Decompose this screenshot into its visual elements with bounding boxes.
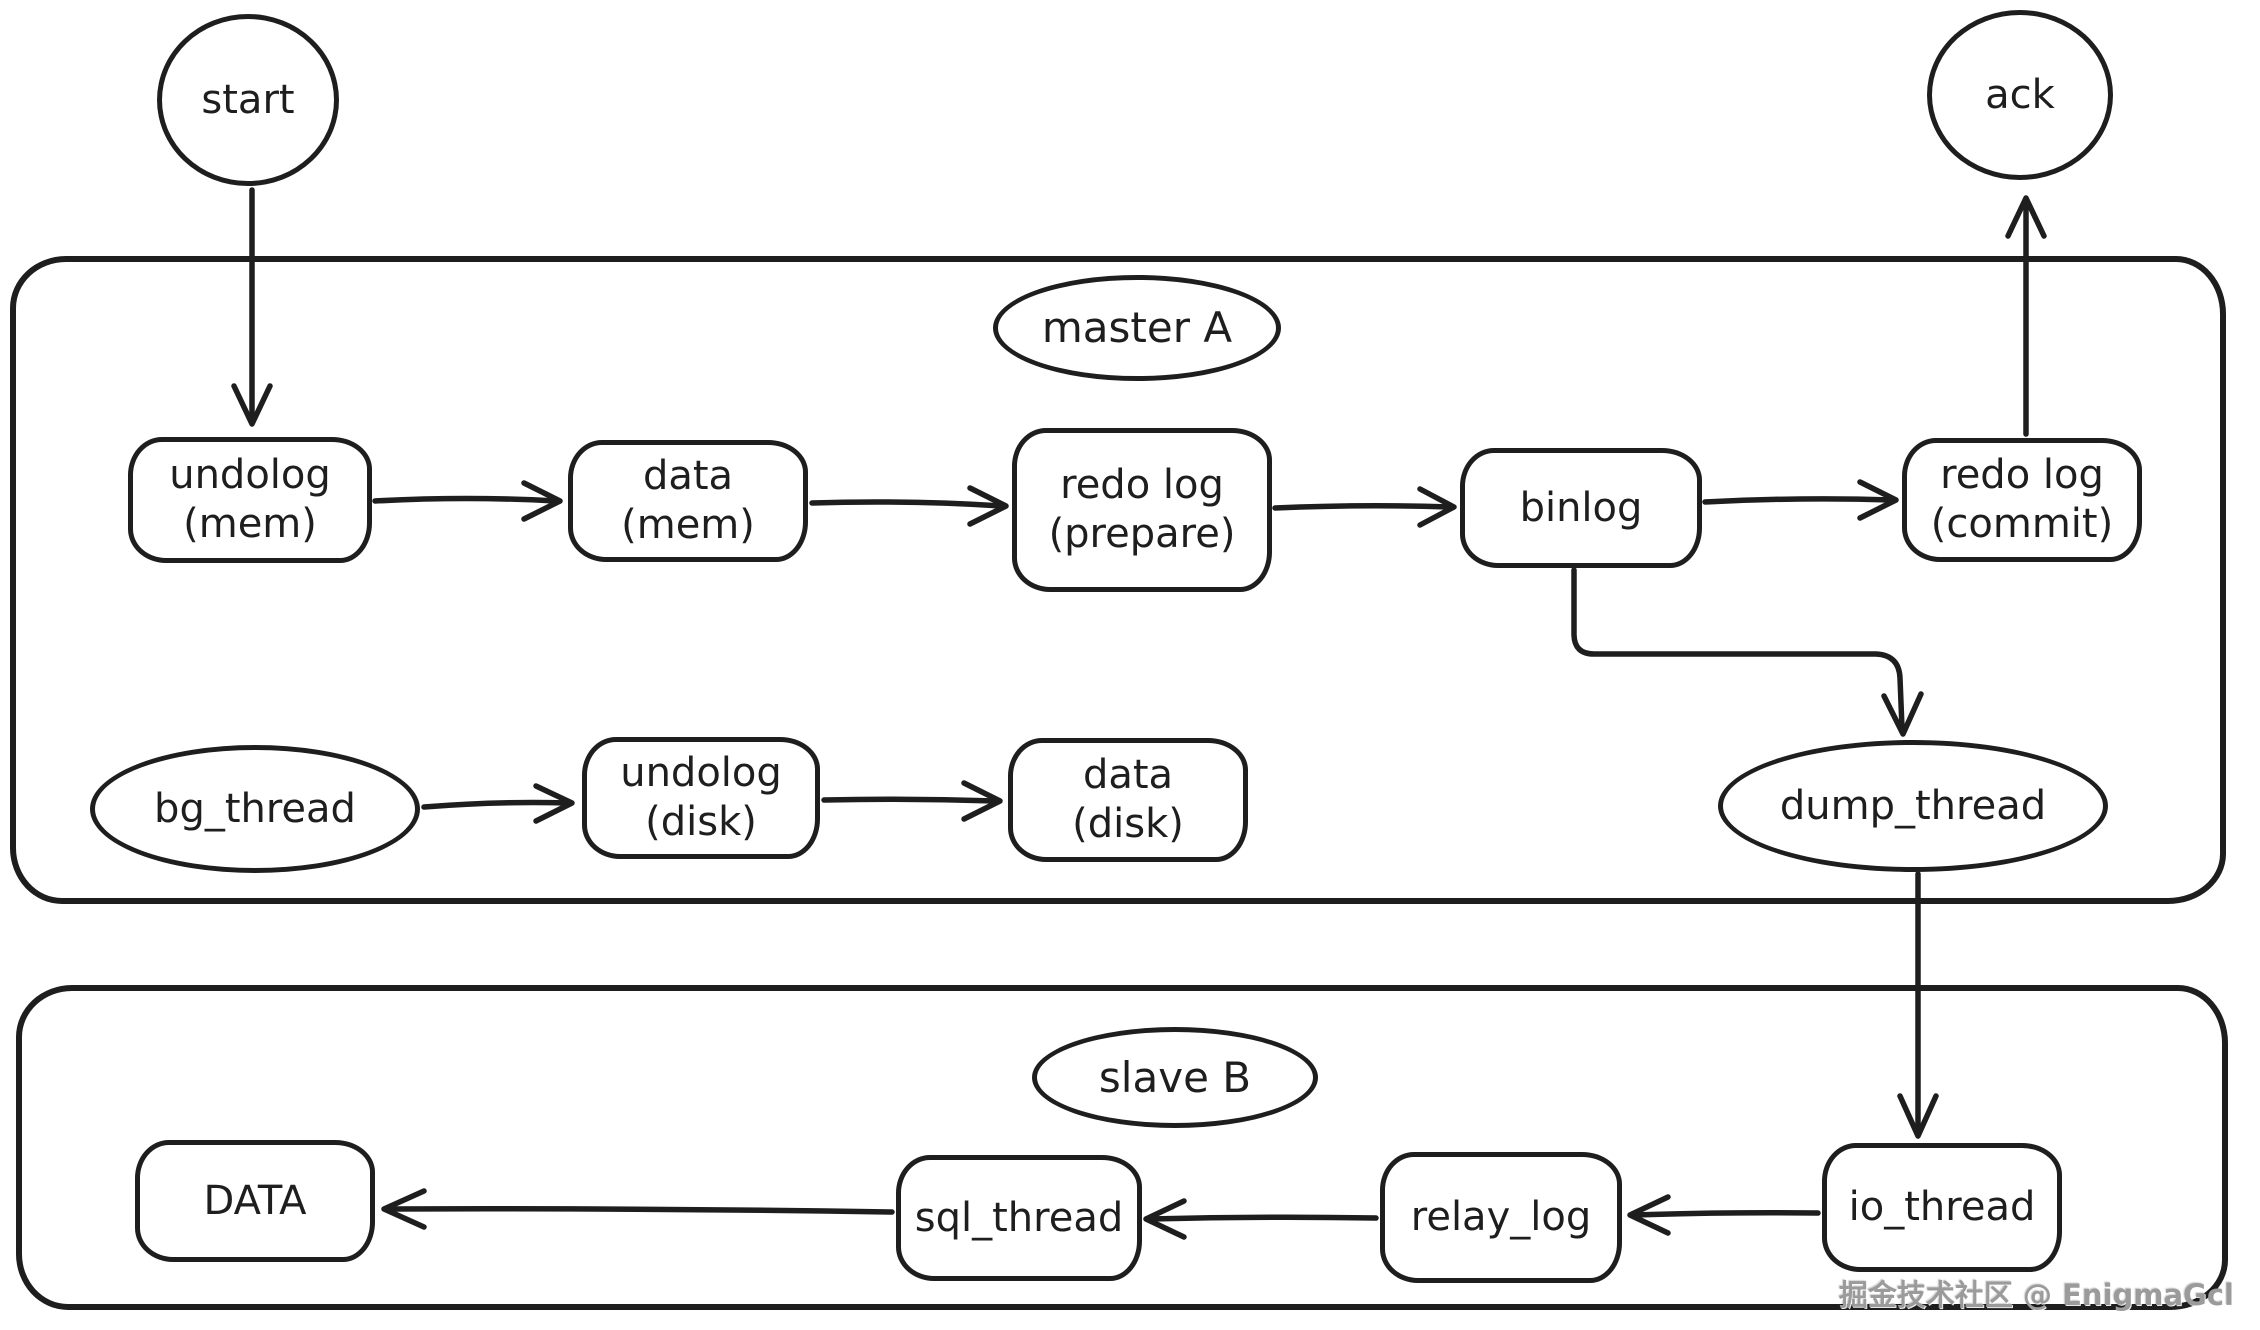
ack-label: ack [1985, 71, 2055, 118]
node-undolog-mem: undolog (mem) [128, 437, 372, 563]
master-label-text: master A [1041, 303, 1233, 353]
sql-thread-label: sql_thread [914, 1194, 1124, 1241]
node-redo-log-commit: redo log (commit) [1902, 438, 2142, 562]
node-data: DATA [135, 1140, 375, 1262]
node-io-thread: io_thread [1822, 1143, 2062, 1272]
data-disk-line1: data [1082, 752, 1174, 799]
node-sql-thread: sql_thread [896, 1155, 1142, 1281]
master-section-box [10, 256, 2226, 904]
node-redo-log-prepare: redo log (prepare) [1012, 428, 1272, 592]
node-data-disk: data (disk) [1008, 738, 1248, 862]
node-bg-thread: bg_thread [90, 745, 420, 873]
bg-thread-label: bg_thread [154, 785, 356, 832]
node-dump-thread: dump_thread [1718, 740, 2108, 872]
master-section-label: master A [993, 275, 1281, 381]
redo-prepare-line2: (prepare) [1048, 511, 1236, 557]
redo-commit-line2: (commit) [1930, 501, 2114, 547]
relay-log-label: relay_log [1410, 1194, 1592, 1241]
data-mem-line2: (mem) [621, 502, 755, 548]
node-binlog: binlog [1460, 448, 1702, 568]
io-thread-label: io_thread [1848, 1184, 2036, 1231]
node-ack: ack [1927, 10, 2113, 180]
undolog-disk-line2: (disk) [645, 799, 757, 845]
binlog-label: binlog [1519, 484, 1643, 531]
undolog-disk-line1: undolog [620, 750, 782, 797]
node-undolog-disk: undolog (disk) [582, 737, 820, 859]
arrowhead-redo-commit-to-ack [2005, 195, 2047, 239]
data-label: DATA [203, 1177, 307, 1224]
undolog-mem-line1: undolog [169, 452, 331, 499]
data-disk-line2: (disk) [1072, 801, 1184, 847]
data-mem-line1: data [642, 453, 734, 500]
slave-section-box [16, 985, 2228, 1310]
node-start: start [157, 14, 339, 186]
slave-section-label: slave B [1032, 1027, 1318, 1128]
slave-label-text: slave B [1098, 1052, 1252, 1102]
undolog-mem-line2: (mem) [183, 501, 317, 547]
start-label: start [201, 76, 295, 123]
redo-prepare-line1: redo log [1060, 462, 1224, 509]
watermark-text: 掘金技术社区 @ EnigmaGcl [1838, 1278, 2234, 1312]
dump-thread-label: dump_thread [1779, 782, 2047, 829]
node-relay-log: relay_log [1380, 1152, 1622, 1283]
node-data-mem: data (mem) [568, 440, 808, 562]
redo-commit-line1: redo log [1940, 452, 2104, 499]
